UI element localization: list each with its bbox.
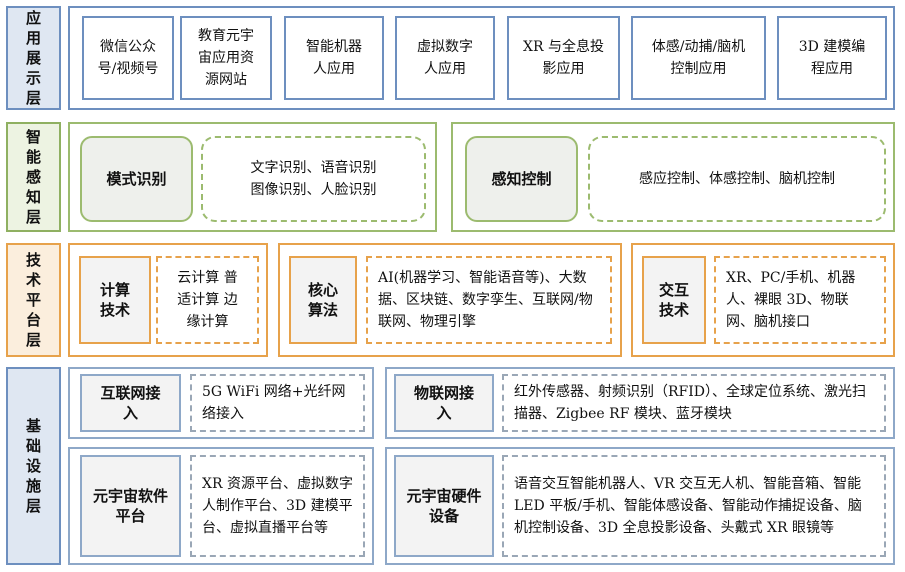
platform-algorithm-detail: AI(机器学习、智能语音等)、大数据、区块链、数字孪生、互联网/物联网、物理引擎 <box>366 256 612 344</box>
platform-interaction-title: 交互技术 <box>642 256 706 344</box>
layer-label-perception: 智能感知层 <box>6 122 61 232</box>
infra-software-title: 元宇宙软件平台 <box>80 455 181 557</box>
infra-hardware-detail: 语音交互智能机器人、VR 交互无人机、智能音箱、智能 LED 平板/手机、智能体… <box>502 455 886 557</box>
app-item-motion-bci: 体感/动捕/脑机控制应用 <box>631 16 766 100</box>
app-item-robot: 智能机器人应用 <box>284 16 384 100</box>
perception-pattern-detail: 文字识别、语音识别 图像识别、人脸识别 <box>201 136 426 222</box>
layer-label-application: 应用展示层 <box>6 6 61 110</box>
infra-internet-title: 互联网接入 <box>80 374 181 432</box>
app-item-wechat: 微信公众号/视频号 <box>82 16 174 100</box>
platform-computing-detail: 云计算 普适计算 边缘计算 <box>156 256 259 344</box>
infra-iot-detail: 红外传感器、射频识别（RFID）、全球定位系统、激光扫描器、Zigbee RF … <box>502 374 886 432</box>
app-item-edu-metaverse-site: 教育元宇宙应用资源网站 <box>180 16 272 100</box>
app-item-digital-human: 虚拟数字人应用 <box>395 16 495 100</box>
platform-algorithm-title: 核心算法 <box>289 256 357 344</box>
infra-software-detail: XR 资源平台、虚拟数字人制作平台、3D 建模平台、虚拟直播平台等 <box>190 455 365 557</box>
platform-computing-title: 计算技术 <box>79 256 151 344</box>
infra-internet-detail: 5G WiFi 网络+光纤网络接入 <box>190 374 365 432</box>
infra-hardware-title: 元宇宙硬件设备 <box>394 455 494 557</box>
platform-interaction-detail: XR、PC/手机、机器人、裸眼 3D、物联网、脑机接口 <box>714 256 886 344</box>
perception-control-title: 感知控制 <box>465 136 578 222</box>
app-item-3d-modeling: 3D 建模编程应用 <box>777 16 887 100</box>
app-item-xr-hologram: XR 与全息投影应用 <box>507 16 620 100</box>
layer-label-infrastructure: 基础设施层 <box>6 367 61 565</box>
perception-control-detail: 感应控制、体感控制、脑机控制 <box>588 136 886 222</box>
perception-pattern-title: 模式识别 <box>80 136 193 222</box>
infra-iot-title: 物联网接入 <box>394 374 494 432</box>
layer-label-platform: 技术平台层 <box>6 243 61 357</box>
